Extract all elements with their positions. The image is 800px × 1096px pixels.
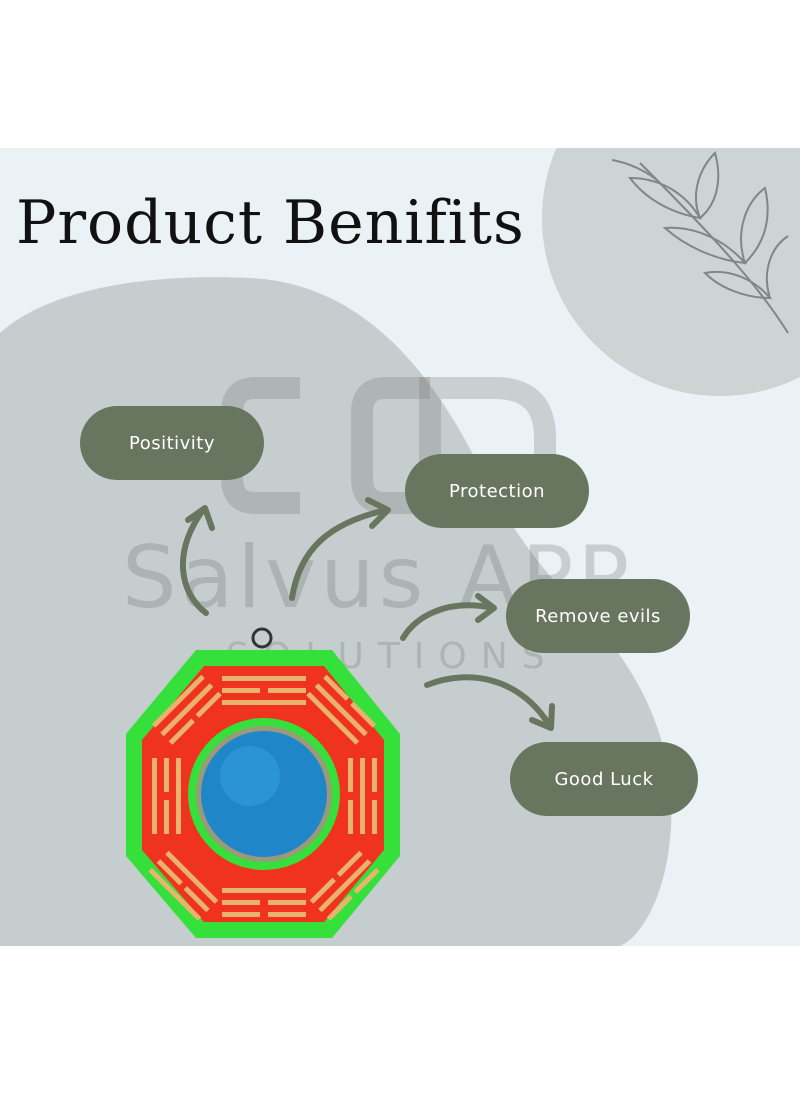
- trigrams: [148, 674, 380, 921]
- curved-arrow-icon: [289, 497, 391, 601]
- benefit-protection: Protection: [405, 454, 589, 528]
- curved-arrow-icon: [400, 593, 497, 641]
- bagua-mirror-product: [126, 627, 400, 938]
- arrows: [180, 497, 555, 731]
- leaf-branch-icon: [611, 151, 789, 334]
- curved-arrow-icon: [424, 674, 555, 731]
- mirror: [201, 731, 327, 857]
- benefit-label: Good Luck: [554, 768, 654, 790]
- corner-circle: [542, 148, 800, 396]
- benefit-label: Protection: [448, 480, 546, 502]
- benefit-positivity: Positivity: [80, 406, 264, 480]
- page-title: Product Benifits: [16, 188, 525, 258]
- benefit-good-luck: Good Luck: [510, 742, 698, 816]
- benefits-panel: Product Benifits Salvus APP SOLUTIONS: [0, 148, 800, 946]
- benefit-remove-evils: Remove evils: [506, 579, 690, 653]
- benefit-label: Remove evils: [535, 605, 661, 627]
- benefit-label: Positivity: [128, 432, 216, 454]
- hanging-ring: [251, 627, 273, 649]
- mirror-highlight: [220, 746, 280, 806]
- curved-arrow-icon: [180, 505, 215, 616]
